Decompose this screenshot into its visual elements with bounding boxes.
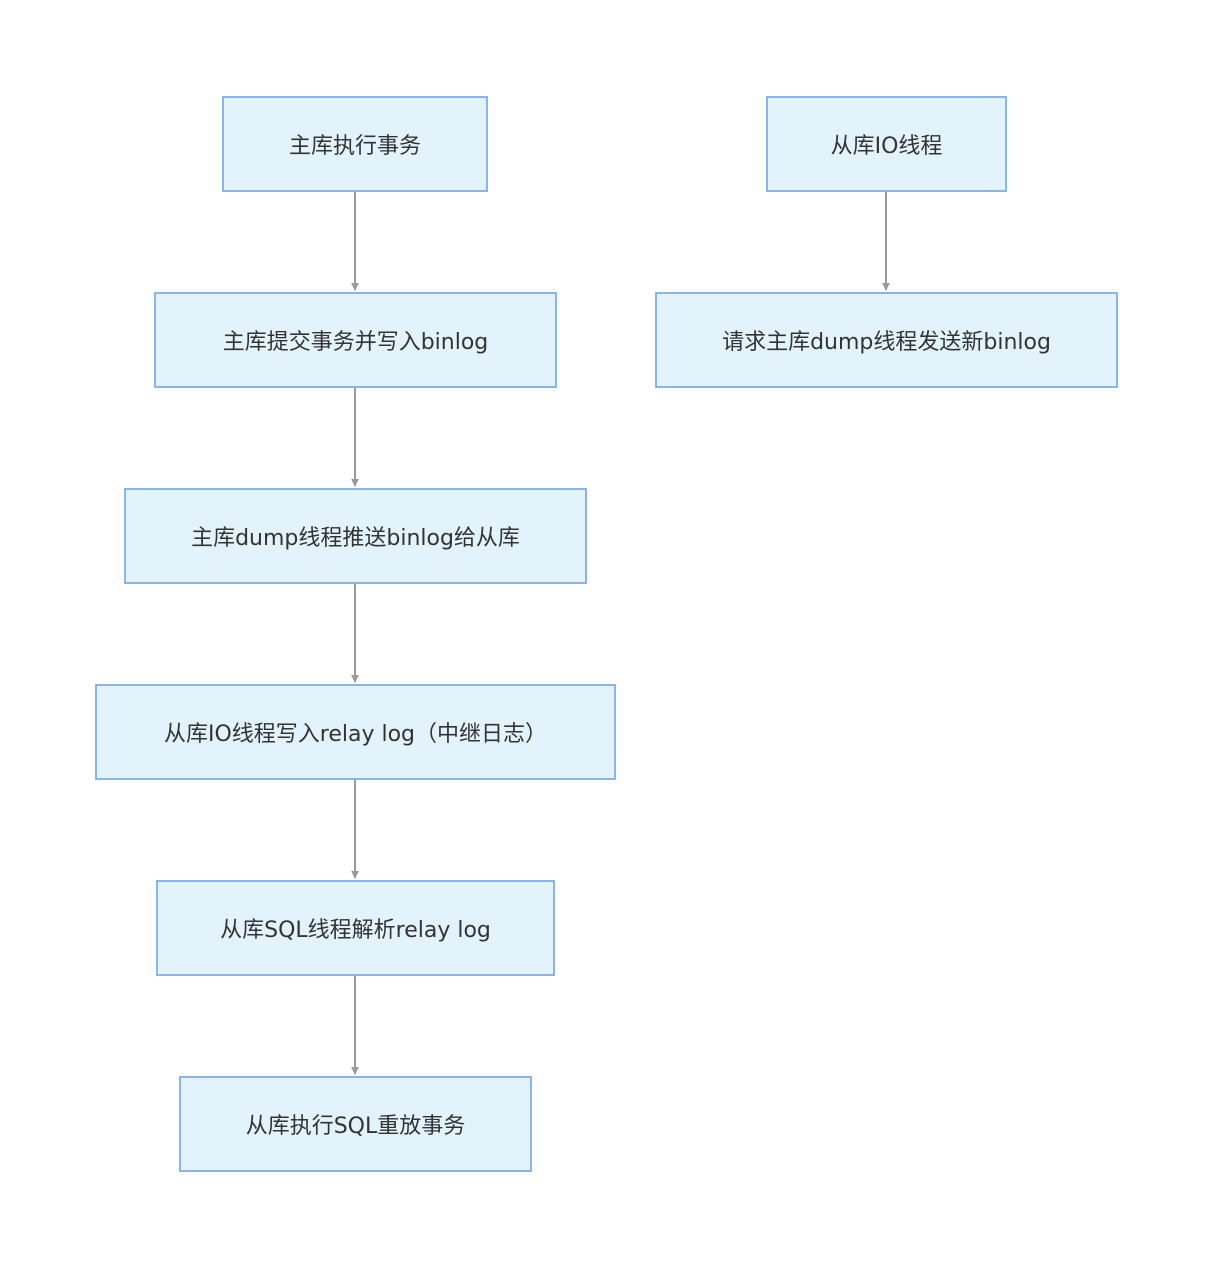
node-label: 请求主库dump线程发送新binlog (722, 330, 1051, 355)
node-label: 主库dump线程推送binlog给从库 (191, 526, 520, 551)
node-label: 从库执行SQL重放事务 (245, 1114, 466, 1139)
node-request-dump-thread: 请求主库dump线程发送新binlog (655, 292, 1118, 388)
node-label: 主库提交事务并写入binlog (222, 330, 489, 355)
node-label: 从库SQL线程解析relay log (220, 918, 491, 943)
node-slave-sql-parse-relay-log: 从库SQL线程解析relay log (156, 880, 555, 976)
node-label: 从库IO线程写入relay log（中继日志） (163, 722, 548, 747)
node-label: 主库执行事务 (288, 134, 421, 159)
node-slave-io-write-relay-log: 从库IO线程写入relay log（中继日志） (95, 684, 616, 780)
node-label: 从库IO线程 (830, 134, 943, 159)
node-master-dump-thread-push: 主库dump线程推送binlog给从库 (124, 488, 587, 584)
node-master-execute-transaction: 主库执行事务 (222, 96, 488, 192)
node-slave-replay-transaction: 从库执行SQL重放事务 (179, 1076, 532, 1172)
node-master-commit-write-binlog: 主库提交事务并写入binlog (154, 292, 557, 388)
node-slave-io-thread: 从库IO线程 (766, 96, 1007, 192)
